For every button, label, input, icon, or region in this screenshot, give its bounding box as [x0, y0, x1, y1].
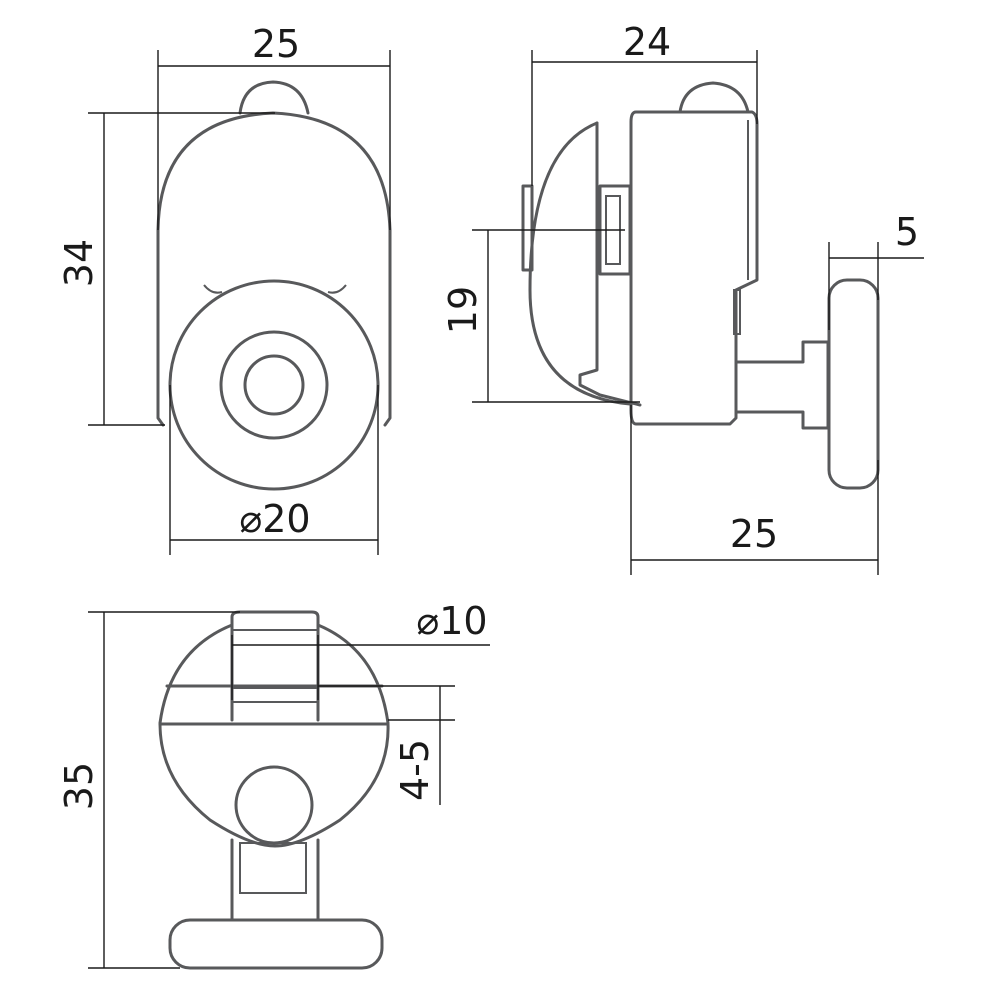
top-mount-plate — [168, 918, 384, 970]
side-flange-label: 5 — [895, 210, 919, 254]
front-wheel-outer — [168, 279, 380, 491]
side-mount-plate — [827, 278, 880, 490]
top-wheel-slot — [231, 687, 319, 703]
top-height-label: 35 — [57, 762, 101, 810]
front-wheel-diameter-label: ⌀20 — [239, 497, 310, 541]
side-view: 24 5 19 25 — [441, 20, 924, 575]
front-wheel-hub-outer — [219, 330, 329, 440]
top-gap-label: 4-5 — [393, 739, 437, 801]
top-cap-tab — [230, 610, 320, 635]
side-axle-height-label: 19 — [441, 286, 485, 334]
side-mount-stem — [734, 340, 830, 430]
side-depth-label: 24 — [623, 20, 671, 64]
top-lower-body — [158, 722, 390, 848]
side-body-block — [629, 110, 759, 426]
side-mount-flange — [733, 289, 741, 335]
front-clip-right — [327, 284, 347, 294]
side-overall-label: 25 — [730, 512, 778, 556]
front-body-housing — [156, 111, 392, 427]
top-wheel-channel — [230, 631, 320, 722]
top-view: ⌀10 4-5 35 — [57, 599, 490, 970]
top-stem-inner — [239, 842, 307, 894]
front-view: 25 34 ⌀20 — [57, 22, 392, 555]
side-wheel-inner-edge — [578, 121, 642, 407]
top-wheel-diameter-label: ⌀10 — [416, 599, 487, 643]
top-outer-shell — [158, 623, 390, 725]
front-wheel-hub-inner — [243, 354, 305, 416]
front-width-label: 25 — [252, 22, 300, 66]
side-wheel-dome — [528, 121, 632, 406]
top-stem — [230, 838, 320, 922]
top-roller — [234, 765, 314, 845]
side-wheel-lip — [521, 184, 534, 272]
front-top-cap — [238, 80, 310, 115]
side-top-cap — [678, 81, 750, 114]
front-height-label: 34 — [57, 239, 101, 287]
front-clip-left — [203, 284, 223, 294]
